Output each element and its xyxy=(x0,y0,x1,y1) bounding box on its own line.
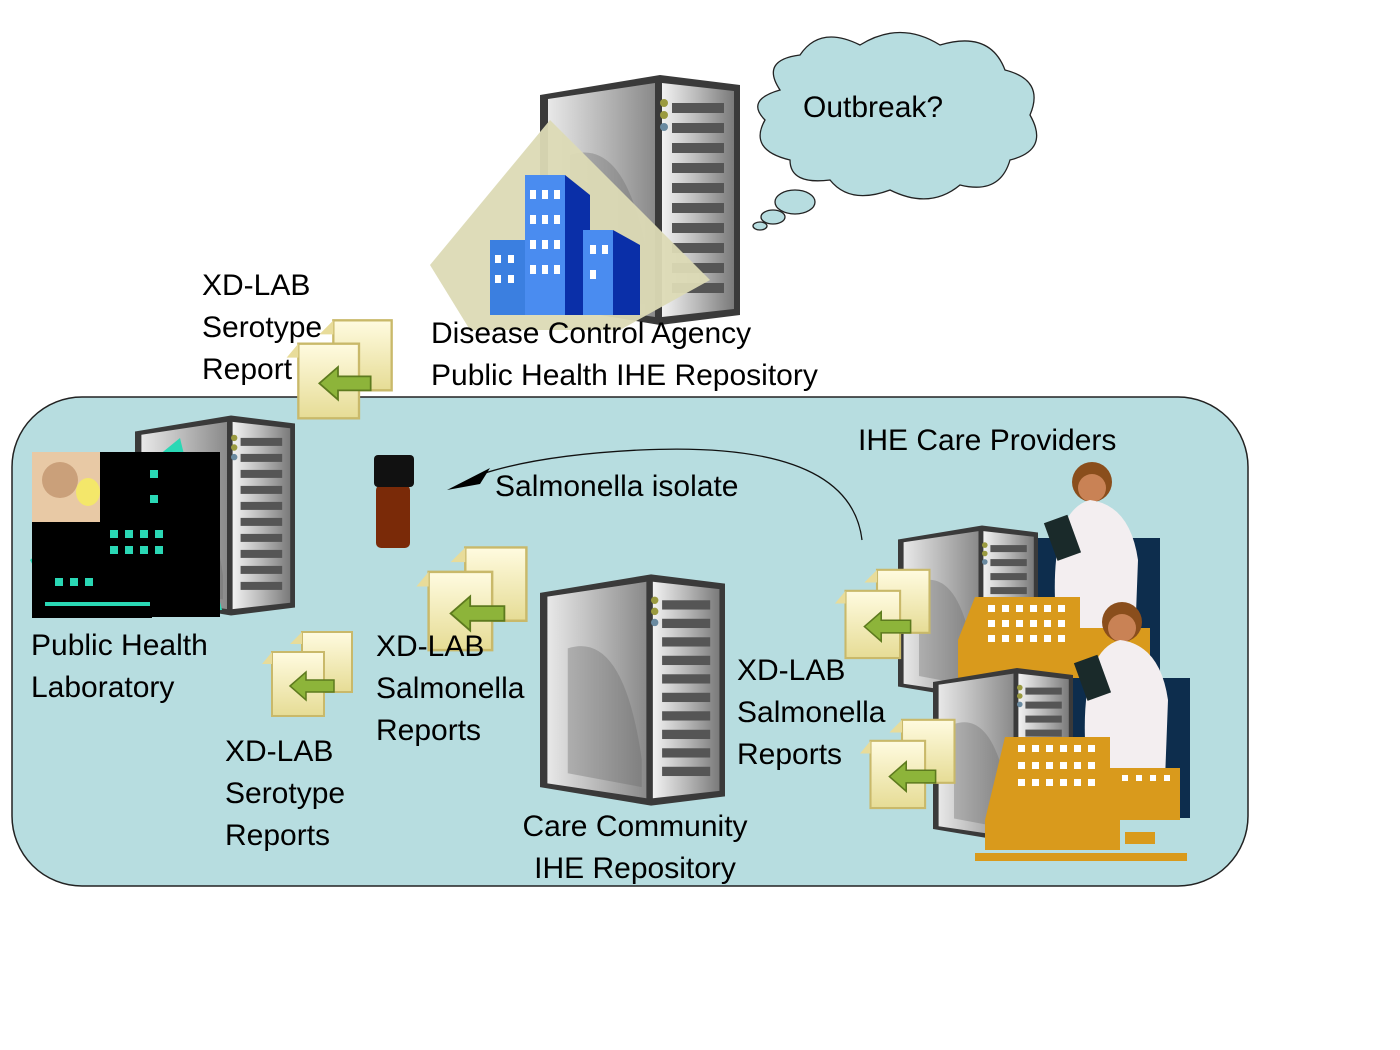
label-line: Reports xyxy=(225,819,331,852)
isolate-arrow-path xyxy=(481,448,863,541)
agency-label: Disease Control Agency Public Health IHE… xyxy=(431,313,818,397)
agency-label-line1: Disease Control Agency xyxy=(431,317,752,350)
lab-label: Public Health Laboratory xyxy=(31,625,208,709)
community-label: Care Community IHE Repository xyxy=(495,806,775,890)
label-line: Public Health xyxy=(31,629,208,662)
label-line: IHE Repository xyxy=(534,852,736,885)
lab-building-icon xyxy=(30,438,222,618)
label-line: Salmonella xyxy=(376,672,525,705)
salmonella-isolate-label: Salmonella isolate xyxy=(495,470,739,503)
care-provider-2 xyxy=(860,602,1190,861)
label-line: Laboratory xyxy=(31,671,175,704)
agency-label-line2: Public Health IHE Repository xyxy=(431,359,818,392)
label-line: Reports xyxy=(737,738,843,771)
salmonella-reports-right-label: XD-LAB Salmonella Reports xyxy=(737,650,885,776)
label-line: XD-LAB xyxy=(225,735,334,768)
isolate-arrow-head xyxy=(447,468,490,490)
label-line: Report xyxy=(202,353,293,386)
agency-building-icon xyxy=(430,120,710,330)
thought-cloud xyxy=(752,31,1038,231)
salmonella-reports-center-label: XD-LAB Salmonella Reports xyxy=(376,626,524,752)
sample-vial-icon xyxy=(374,455,414,548)
label-line: Reports xyxy=(376,714,482,747)
label-line: Serotype xyxy=(202,311,323,344)
outbreak-thought-text: Outbreak? xyxy=(803,91,944,124)
label-line: Salmonella xyxy=(737,696,886,729)
hospital-building-icon xyxy=(975,737,1187,861)
label-line: XD-LAB xyxy=(202,269,311,302)
label-line: Care Community xyxy=(522,810,748,843)
label-line: XD-LAB xyxy=(737,654,846,687)
label-line: Serotype xyxy=(225,777,346,810)
ambulance-icon xyxy=(1125,832,1155,844)
label-line: XD-LAB xyxy=(376,630,485,663)
serotype-reports-bottom-label: XD-LAB Serotype Reports xyxy=(225,731,345,857)
serotype-report-top-label: XD-LAB Serotype Report xyxy=(202,265,322,391)
care-providers-label: IHE Care Providers xyxy=(858,424,1117,457)
community-server-icon xyxy=(540,574,725,806)
